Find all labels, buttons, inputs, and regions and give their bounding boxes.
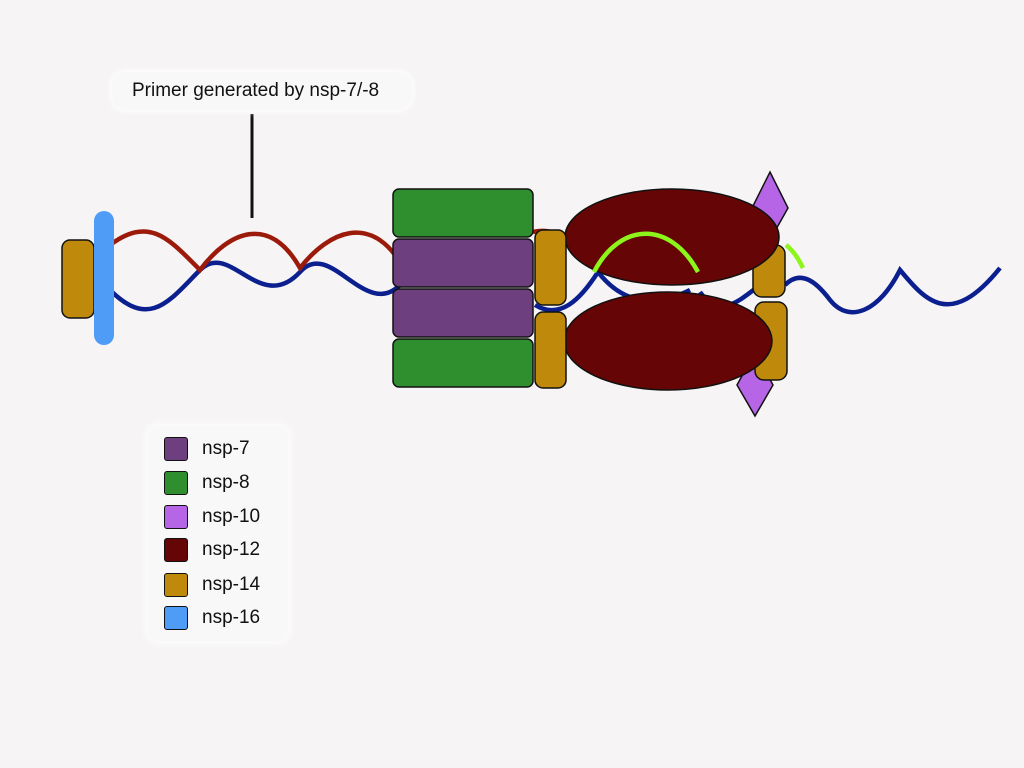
legend-item-nsp12: nsp-12	[164, 536, 260, 564]
nsp12-ellipse-lower	[563, 291, 773, 391]
nsp8-block-top	[392, 188, 534, 238]
legend-label-nsp14: nsp-14	[202, 574, 261, 595]
legend-swatch-nsp8	[164, 471, 188, 495]
legend-swatch-nsp16	[164, 606, 188, 630]
legend-swatch-nsp10	[164, 505, 188, 529]
legend	[148, 426, 288, 641]
legend-label-nsp12: nsp-12	[202, 539, 261, 560]
nsp14-block-mid-lower	[534, 311, 567, 389]
legend-label-nsp8: nsp-8	[202, 472, 250, 493]
legend-item-nsp7: nsp-7	[164, 435, 250, 463]
legend-swatch-nsp12	[164, 538, 188, 562]
legend-item-nsp8: nsp-8	[164, 469, 250, 497]
legend-label-nsp16: nsp-16	[202, 607, 261, 628]
legend-label-nsp10: nsp-10	[202, 506, 261, 527]
nsp8-block-bottom	[392, 338, 534, 388]
nsp14-block-left	[61, 239, 95, 319]
legend-item-nsp14: nsp-14	[164, 571, 260, 599]
primer-label: Primer generated by nsp-7/-8	[132, 80, 380, 101]
legend-label-nsp7: nsp-7	[202, 438, 250, 459]
primer-callout-box	[112, 72, 412, 110]
legend-item-nsp16: nsp-16	[164, 604, 260, 632]
nsp16-bar	[94, 211, 114, 345]
legend-swatch-nsp14	[164, 573, 188, 597]
nsp7-block-lower	[392, 288, 534, 338]
nsp7-block-upper	[392, 238, 534, 288]
nsp14-block-mid-upper	[534, 229, 567, 306]
legend-item-nsp10: nsp-10	[164, 503, 260, 531]
new-rna-strand	[592, 231, 806, 274]
legend-swatch-nsp7	[164, 437, 188, 461]
